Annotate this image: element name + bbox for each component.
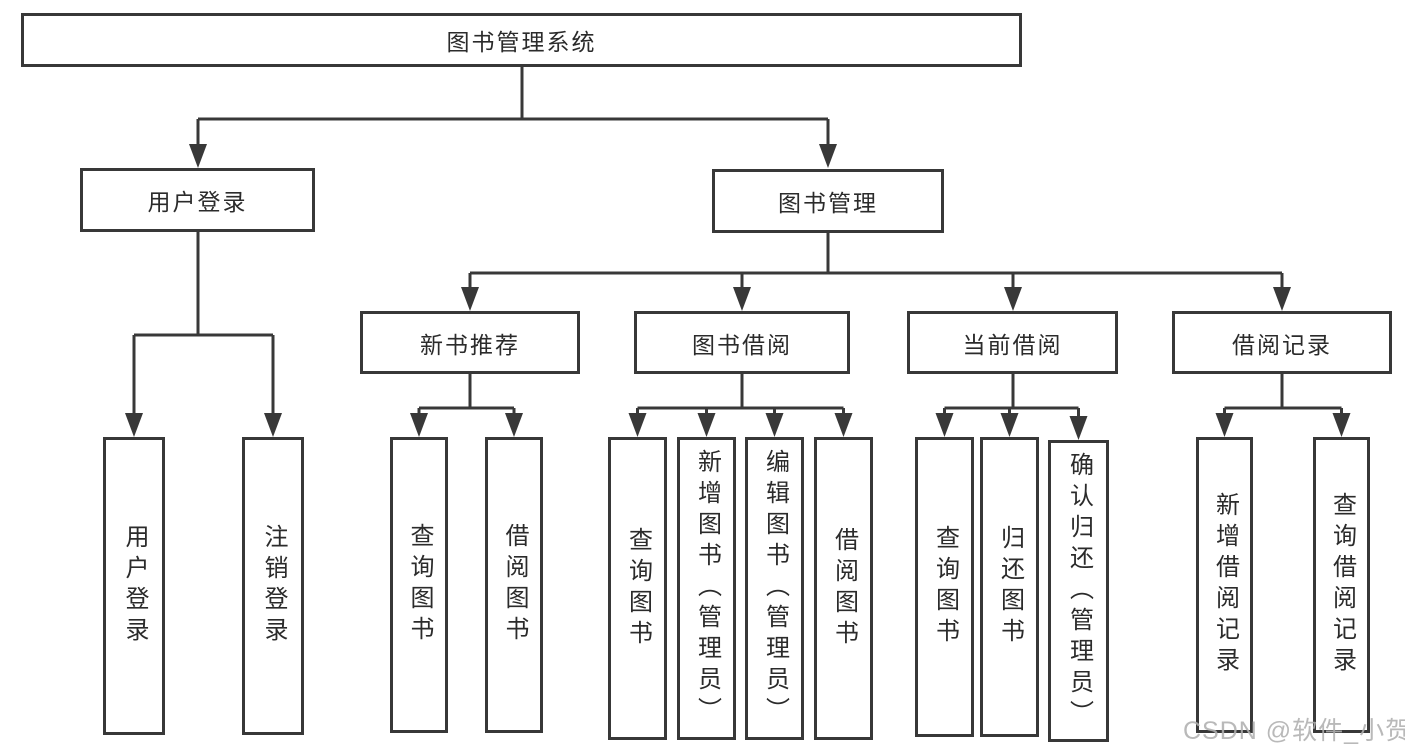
node-current-borrow: 当前借阅 bbox=[907, 311, 1118, 374]
arrowhead-nb-query bbox=[410, 413, 428, 437]
leaf-user-login-label: 用户登录 bbox=[121, 524, 148, 648]
leaf-cb-return-books: 归还图书 bbox=[980, 437, 1039, 737]
node-book-borrow: 图书借阅 bbox=[634, 311, 850, 374]
node-book-borrow-label: 图书借阅 bbox=[692, 331, 792, 358]
node-book-mgmt: 图书管理 bbox=[712, 169, 944, 233]
csdn-watermark: CSDN @软件_小贺同学 bbox=[1183, 717, 1405, 745]
node-book-mgmt-label: 图书管理 bbox=[778, 190, 878, 216]
node-new-book-rec-label: 新书推荐 bbox=[420, 331, 520, 358]
arrowhead-cb-query bbox=[935, 413, 954, 437]
leaf-cb-query-books: 查询图书 bbox=[915, 437, 974, 737]
leaf-user-login: 用户登录 bbox=[103, 437, 165, 735]
leaf-bb-add-books: 新增图书（管理员） bbox=[677, 437, 736, 740]
leaf-bb-query-books: 查询图书 bbox=[608, 437, 667, 740]
node-current-borrow-label: 当前借阅 bbox=[962, 331, 1063, 358]
leaf-nb-borrow-books: 借阅图书 bbox=[485, 437, 543, 733]
arrowhead-bb-query bbox=[628, 413, 647, 437]
arrowhead-new-book-rec bbox=[461, 287, 479, 311]
leaf-br-query-record: 查询借阅记录 bbox=[1313, 437, 1370, 733]
leaf-logout-label: 注销登录 bbox=[260, 524, 287, 648]
leaf-nb-query-books: 查询图书 bbox=[390, 437, 448, 733]
arrowhead-br-query bbox=[1332, 413, 1351, 437]
arrowhead-ul-user-login bbox=[125, 413, 143, 437]
leaf-cb-query-books-label: 查询图书 bbox=[931, 525, 959, 649]
leaf-bb-borrow-books: 借阅图书 bbox=[814, 437, 873, 740]
arrowhead-nb-borrow bbox=[505, 413, 523, 437]
node-root: 图书管理系统 bbox=[21, 13, 1022, 67]
node-root-label: 图书管理系统 bbox=[446, 29, 597, 55]
node-user-login: 用户登录 bbox=[80, 168, 315, 232]
arrowhead-bb-add bbox=[697, 413, 716, 437]
arrowhead-bb-edit bbox=[765, 413, 784, 437]
arrowhead-current-borrow bbox=[1004, 287, 1022, 311]
leaf-logout: 注销登录 bbox=[242, 437, 304, 735]
leaf-bb-edit-books: 编辑图书（管理员） bbox=[745, 437, 804, 740]
arrowhead-book-borrow bbox=[733, 287, 751, 311]
leaf-br-add-record: 新增借阅记录 bbox=[1196, 437, 1253, 733]
arrowhead-cb-return bbox=[1000, 413, 1019, 437]
leaf-br-query-record-label: 查询借阅记录 bbox=[1328, 492, 1356, 678]
arrowhead-book-mgmt bbox=[819, 144, 837, 168]
arrowhead-ul-logout bbox=[264, 413, 282, 437]
leaf-bb-borrow-books-label: 借阅图书 bbox=[830, 526, 858, 651]
arrowhead-borrow-records bbox=[1273, 287, 1291, 311]
leaf-bb-add-books-label: 新增图书（管理员） bbox=[693, 449, 721, 728]
node-user-login-label: 用户登录 bbox=[147, 189, 248, 215]
arrowhead-cb-confirm bbox=[1069, 416, 1088, 440]
leaf-br-add-record-label: 新增借阅记录 bbox=[1211, 492, 1239, 678]
leaf-bb-edit-books-label: 编辑图书（管理员） bbox=[761, 449, 789, 728]
node-new-book-rec: 新书推荐 bbox=[360, 311, 580, 374]
node-borrow-records: 借阅记录 bbox=[1172, 311, 1392, 374]
leaf-cb-confirm-return: 确认归还（管理员） bbox=[1048, 440, 1109, 742]
leaf-nb-borrow-books-label: 借阅图书 bbox=[501, 523, 528, 647]
leaf-cb-confirm-return-label: 确认归还（管理员） bbox=[1065, 451, 1093, 731]
arrowhead-user-login bbox=[189, 144, 207, 168]
leaf-bb-query-books-label: 查询图书 bbox=[624, 526, 652, 651]
node-borrow-records-label: 借阅记录 bbox=[1232, 331, 1332, 358]
arrowhead-bb-borrow bbox=[834, 413, 853, 437]
arrowhead-br-add bbox=[1215, 413, 1234, 437]
leaf-cb-return-books-label: 归还图书 bbox=[996, 525, 1024, 649]
leaf-nb-query-books-label: 查询图书 bbox=[406, 523, 433, 647]
